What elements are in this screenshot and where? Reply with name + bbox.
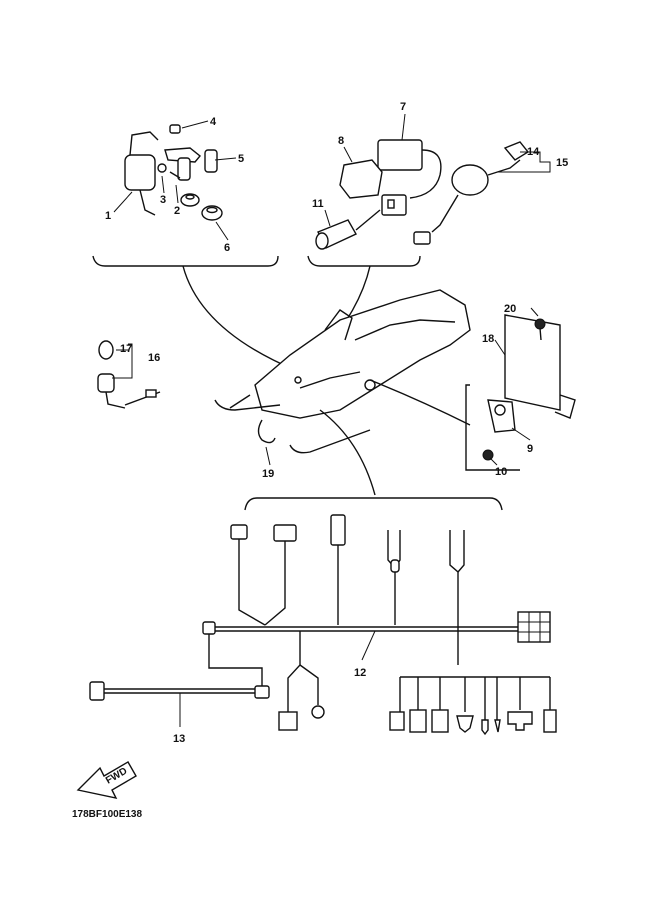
callout-15: 15 (556, 157, 568, 169)
wire-harness (89, 514, 557, 736)
callout-3: 3 (160, 194, 166, 206)
callout-16: 16 (148, 352, 160, 364)
callout-13: 13 (173, 733, 185, 745)
callout-6: 6 (224, 242, 230, 254)
snowmobile-body (214, 289, 471, 454)
electrical-box-group (315, 113, 551, 250)
callout-19: 19 (262, 468, 274, 480)
leader-harness (319, 409, 376, 496)
group-bracket-center (307, 255, 421, 267)
callout-12: 12 (354, 667, 366, 679)
drawing-code: 178BF100E138 (72, 809, 142, 820)
callout-9: 9 (527, 443, 533, 455)
group-bracket-left (92, 255, 279, 267)
callout-8: 8 (338, 135, 344, 147)
bulb-socket-group (97, 340, 161, 409)
callout-5: 5 (238, 153, 244, 165)
clamp-part (257, 419, 276, 444)
group-bracket-harness (244, 497, 503, 511)
callout-17: 17 (120, 343, 132, 355)
callout-14: 14 (527, 146, 540, 158)
callout-11: 11 (312, 198, 324, 210)
callout-7: 7 (400, 101, 406, 113)
ignition-coil-group (113, 120, 237, 241)
callout-2: 2 (174, 205, 180, 217)
leader-left-group (182, 265, 296, 371)
callout-20: 20 (504, 303, 516, 315)
callout-4: 4 (210, 116, 217, 128)
forward-arrow-icon: FWD (76, 761, 137, 799)
callout-18: 18 (482, 333, 494, 345)
callout-1: 1 (105, 210, 111, 222)
callout-10: 10 (495, 466, 507, 478)
mounting-plate-group (369, 307, 576, 471)
